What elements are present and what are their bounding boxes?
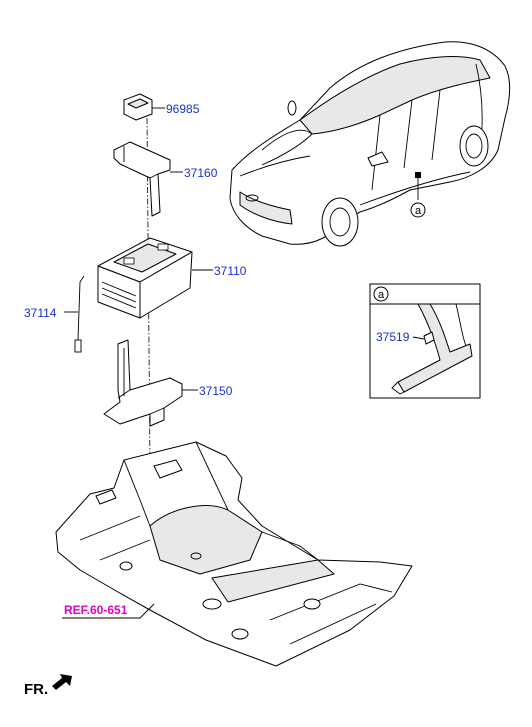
label-96985: 96985: [166, 102, 200, 116]
vehicle-illustration: [229, 41, 510, 247]
car-callout-letter: a: [415, 205, 422, 217]
detail-box: [369, 283, 481, 399]
hold-down-bolt-part: [74, 275, 85, 353]
floor-panel-part: [55, 441, 413, 667]
detail-callout-circle: [373, 286, 389, 302]
label-37519: 37519: [376, 330, 410, 344]
label-37114: 37114: [24, 306, 57, 320]
battery-part: [97, 237, 193, 319]
battery-tray-part: [103, 339, 183, 427]
label-37150: 37150: [199, 384, 233, 398]
bracket-clip-part: [123, 93, 153, 121]
hold-down-clamp-part: [113, 141, 171, 217]
label-37160: 37160: [184, 166, 218, 180]
label-37110: 37110: [214, 264, 247, 278]
detail-callout-letter: a: [378, 289, 385, 301]
reference-label: REF.60-651: [64, 603, 128, 617]
car-callout-circle: [410, 202, 426, 218]
direction-label: FR.: [24, 681, 48, 698]
forward-arrow-icon: [52, 674, 72, 690]
